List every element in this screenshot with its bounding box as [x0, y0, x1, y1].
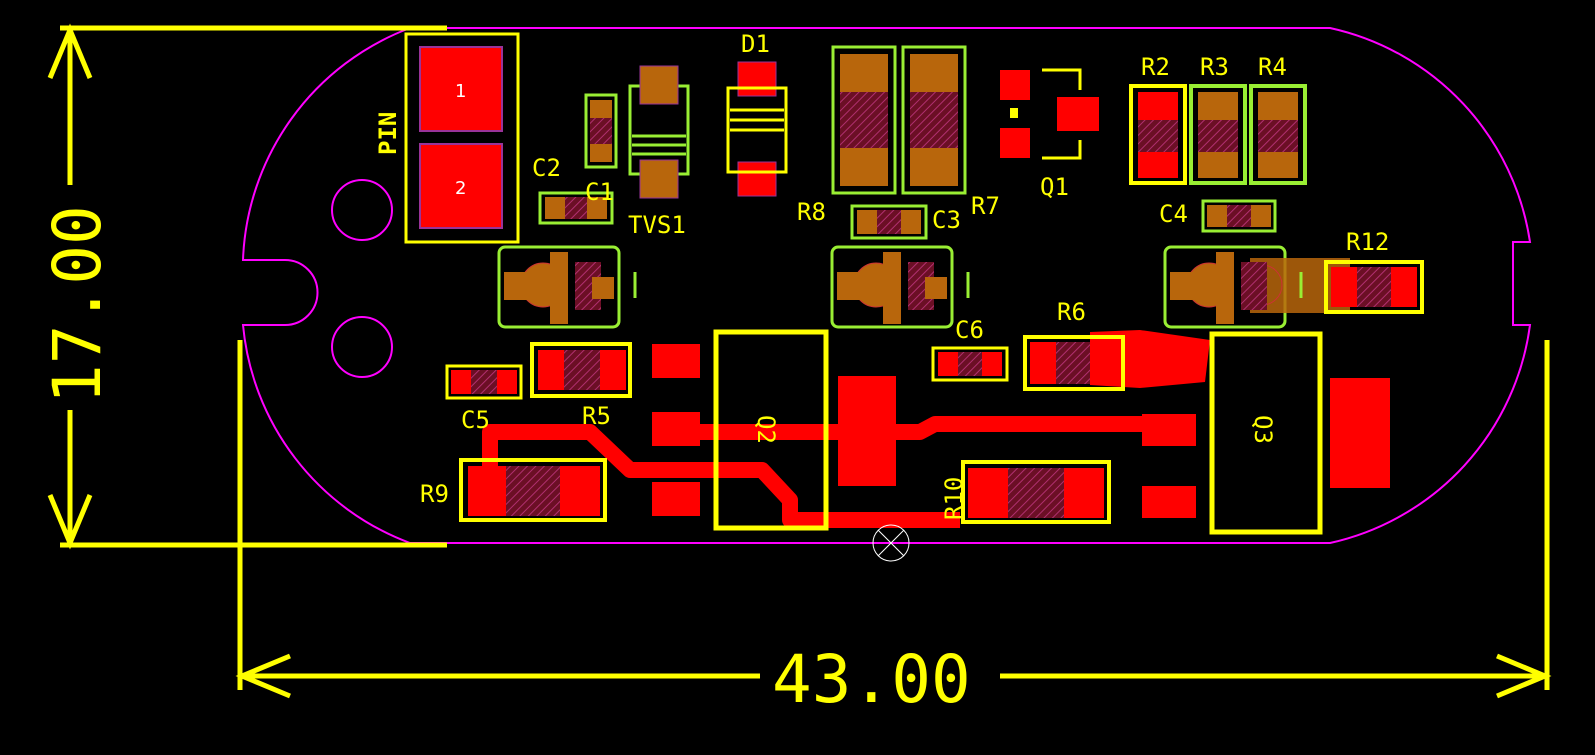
label-c4: C4: [1159, 200, 1188, 228]
component-r3: [1189, 84, 1247, 185]
mounting-hole-bottom: [331, 316, 393, 378]
component-r5: [530, 342, 632, 398]
label-c6: C6: [955, 316, 984, 344]
component-c3: [850, 204, 928, 240]
component-c6: [931, 346, 1009, 382]
label-r6: R6: [1057, 298, 1086, 326]
component-r6: [1023, 335, 1125, 391]
component-r7: [901, 45, 967, 195]
label-r9: R9: [420, 480, 449, 508]
label-r5: R5: [582, 402, 611, 430]
copper-pour-r6: [1090, 330, 1210, 388]
label-c1: C1: [585, 178, 614, 206]
component-tvs1: [628, 65, 690, 199]
pin-2-pad: [419, 143, 503, 229]
component-r9: [459, 458, 607, 522]
component-transistor-middle: [830, 245, 970, 329]
label-r8: R8: [797, 198, 826, 226]
width-dimension-label: 43.00: [772, 641, 971, 718]
component-r2: [1129, 84, 1187, 185]
dimension-height: [47, 23, 447, 550]
dimension-width: [235, 340, 1552, 699]
label-q3: Q3: [1249, 415, 1277, 444]
component-transistor-left: [497, 245, 637, 329]
component-c2: [584, 93, 618, 169]
component-q1: [1000, 68, 1099, 160]
label-r7: R7: [971, 192, 1000, 220]
component-q2: [652, 329, 896, 531]
component-c5: [445, 364, 523, 400]
board-outline: [241, 27, 1532, 544]
label-tvs1: TVS1: [628, 211, 686, 239]
label-c5: C5: [461, 406, 490, 434]
component-transistor-right: [1163, 245, 1350, 329]
component-r8: [831, 45, 897, 195]
component-r4: [1249, 84, 1307, 185]
pin-header: 1 2: [404, 32, 520, 244]
fiducial-marker: [872, 524, 910, 562]
label-r4: R4: [1258, 53, 1287, 81]
component-d1: [726, 61, 788, 197]
label-q1: Q1: [1040, 173, 1069, 201]
label-d1: D1: [741, 30, 770, 58]
component-c4: [1201, 199, 1277, 233]
pin-1-number: 1: [455, 81, 466, 102]
component-r10: [961, 460, 1111, 524]
mounting-hole-top: [331, 179, 393, 241]
pin-label: PIN: [374, 112, 402, 155]
component-r12: [1324, 260, 1424, 314]
label-r10: R10: [940, 477, 968, 520]
pin-1-pad: [419, 46, 503, 132]
label-c2: C2: [532, 154, 561, 182]
label-q2: Q2: [752, 415, 780, 444]
label-c3: C3: [932, 206, 961, 234]
component-c1: [538, 191, 614, 225]
label-r2: R2: [1141, 53, 1170, 81]
label-r12: R12: [1346, 228, 1389, 256]
pin-2-number: 2: [455, 178, 466, 199]
component-q3: [1142, 331, 1390, 535]
label-r3: R3: [1200, 53, 1229, 81]
height-dimension-label: 17.00: [39, 205, 116, 404]
